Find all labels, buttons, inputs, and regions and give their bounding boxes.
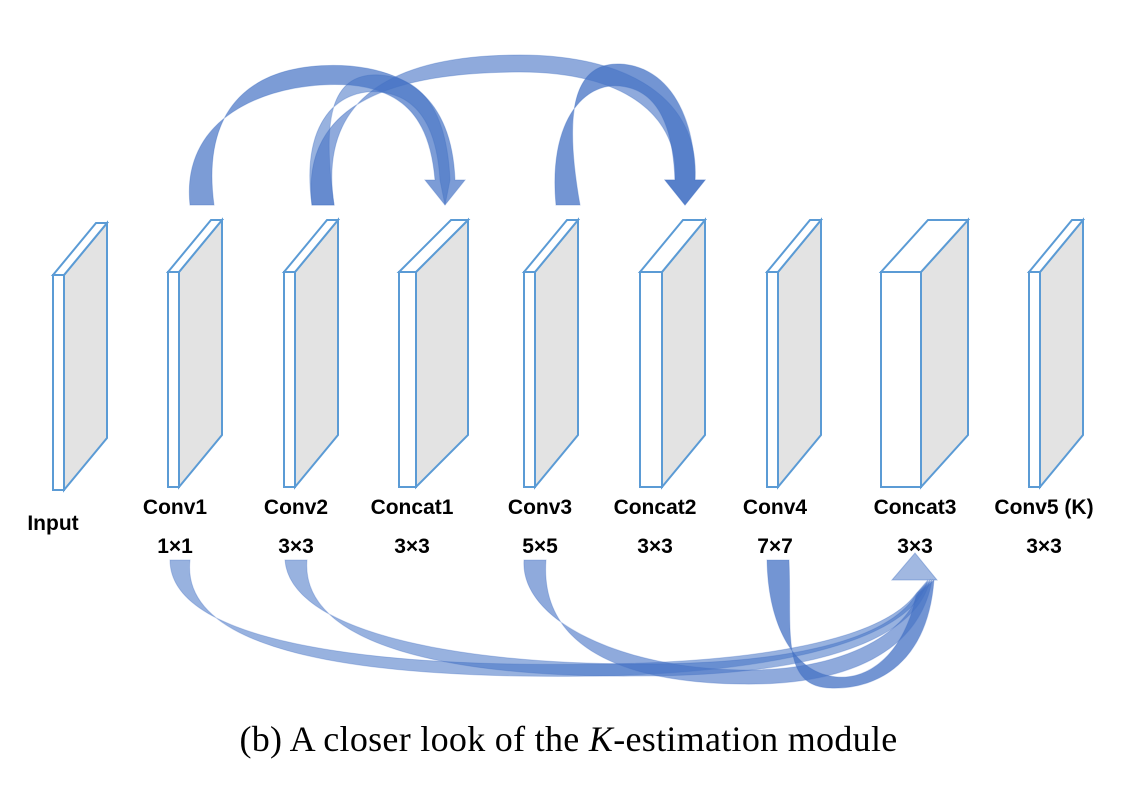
- caption-symbol: K: [588, 719, 614, 759]
- layer-front-face: [880, 271, 922, 488]
- layer-blocks: [50, 217, 1086, 493]
- layer-front-face: [1028, 271, 1041, 488]
- caption-prefix: (b) A closer look of the: [239, 719, 589, 759]
- arrow-conv1-to-concat1: [188, 64, 467, 206]
- layer-front-face: [766, 271, 779, 488]
- layer-front-face: [398, 271, 417, 488]
- layer-concat3: [878, 217, 971, 490]
- arrow-conv4-to-concat3: [766, 559, 935, 689]
- layer-name-concat1: Concat1: [371, 496, 454, 519]
- layer-name-conv1: Conv1: [143, 496, 208, 519]
- layer-name-conv4: Conv4: [743, 496, 808, 519]
- layer-conv3: [521, 217, 581, 490]
- layer-name-input: Input: [27, 512, 78, 535]
- layer-kernel-concat3: 3×3: [897, 535, 933, 558]
- layer-concat1: [396, 217, 471, 490]
- layer-front-face: [523, 271, 536, 488]
- layer-conv5: [1026, 217, 1086, 490]
- caption-suffix: -estimation module: [613, 719, 898, 759]
- layer-name-conv3: Conv3: [508, 496, 572, 519]
- layer-input: [50, 220, 110, 493]
- layer-kernel-conv2: 3×3: [278, 535, 314, 558]
- layer-kernel-concat2: 3×3: [637, 535, 673, 558]
- concat3-arrowhead: [890, 552, 939, 581]
- layer-kernel-conv1: 1×1: [157, 535, 193, 558]
- layer-kernel-concat1: 3×3: [394, 535, 430, 558]
- arrow-conv3-to-concat2: [554, 63, 707, 206]
- layer-name-conv2: Conv2: [264, 496, 328, 519]
- layer-name-concat3: Concat3: [874, 496, 957, 519]
- layer-conv2: [281, 217, 341, 490]
- arrow-conv1-to-concat3: [169, 559, 929, 677]
- bottom-skip-connections: [169, 552, 939, 689]
- arrow-conv2-to-concat3: [284, 559, 931, 677]
- layer-front-face: [283, 271, 296, 488]
- layer-name-conv5: Conv5 (K): [994, 496, 1093, 519]
- layer-front-face: [52, 274, 65, 491]
- arrow-conv2-to-concat1: [309, 74, 451, 206]
- layer-name-concat2: Concat2: [614, 496, 697, 519]
- layer-labels: Input Conv1 1×1 Conv2 3×3 Concat1 3×3 Conv3 5×5 C…: [27, 496, 1093, 558]
- layer-front-face: [167, 271, 180, 488]
- layer-concat2: [637, 217, 708, 490]
- top-skip-connections: [188, 54, 707, 206]
- layer-kernel-conv4: 7×7: [757, 535, 793, 558]
- layer-kernel-conv5: 3×3: [1026, 535, 1062, 558]
- arrow-conv3-to-concat3: [523, 559, 933, 685]
- layer-kernel-conv3: 5×5: [522, 535, 558, 558]
- layer-conv1: [165, 217, 225, 490]
- layer-front-face: [639, 271, 663, 488]
- layer-conv4: [764, 217, 824, 490]
- figure-caption: (b) A closer look of the K-estimation mo…: [0, 718, 1137, 760]
